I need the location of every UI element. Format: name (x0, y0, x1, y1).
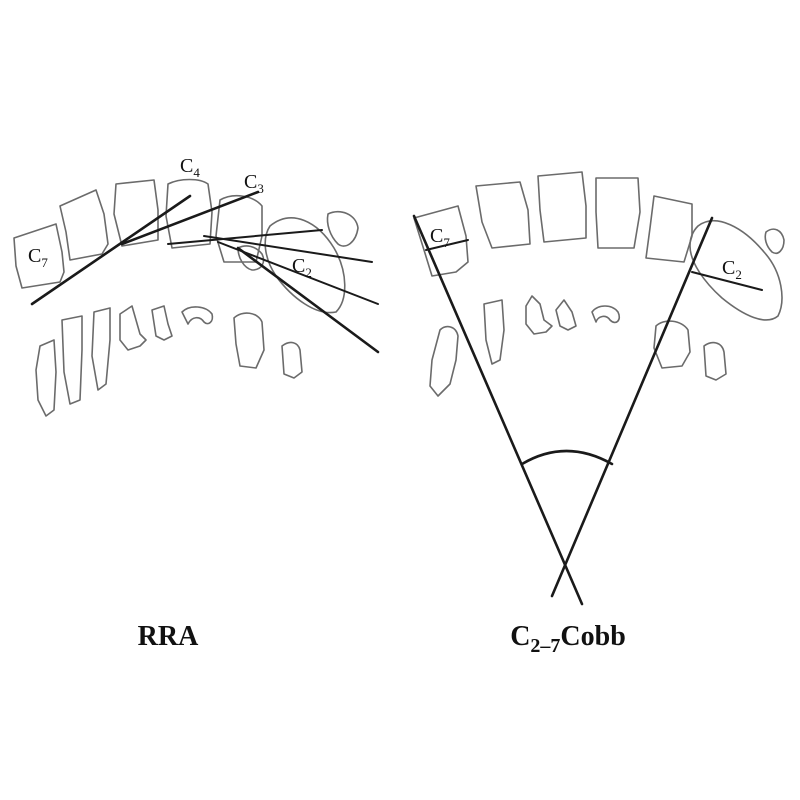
vertebra-dens (764, 228, 785, 255)
vertebra-c5-body (537, 171, 587, 243)
cobb-line-c2 (550, 216, 714, 598)
vertebra-c6-body (59, 189, 109, 261)
posterior-element (555, 299, 577, 331)
vertebra-c5-body (113, 179, 159, 247)
vertebra-c6-body (475, 181, 531, 249)
vertebra-c4-body (165, 178, 213, 249)
vertebra-c7-body (13, 223, 65, 289)
cobb-figure: C7 C2 C2–7Cobb (412, 171, 785, 657)
rra-line-c3 (167, 229, 323, 245)
posterior-element (233, 312, 265, 369)
posterior-element (35, 339, 57, 417)
posterior-element (591, 305, 621, 324)
posterior-element (181, 306, 214, 325)
posterior-element (525, 295, 553, 335)
cobb-angle-arc (520, 449, 614, 466)
label-c2: C2 (292, 255, 312, 280)
label-c4: C4 (180, 155, 200, 180)
posterior-element (429, 325, 459, 397)
vertebra-dens (326, 210, 359, 247)
posterior-element (151, 305, 173, 341)
rra-line-c4 (120, 190, 260, 246)
vertebra-c3-body (215, 194, 263, 263)
label-c3: C3 (244, 171, 264, 196)
posterior-element (281, 341, 303, 379)
posterior-element (61, 315, 83, 405)
cobb-line-c7 (412, 214, 584, 606)
label-c7: C7 (430, 225, 450, 250)
rra-line-c7 (30, 194, 192, 306)
rra-figure: C7 C4 C3 C2 RRA (13, 155, 380, 652)
vertebra-c2-body (689, 220, 783, 321)
rra-line-c2-lower (236, 246, 380, 354)
rra-line-c2-upper (203, 235, 373, 263)
cobb-title: C2–7Cobb (510, 621, 626, 657)
posterior-element (483, 299, 505, 365)
posterior-element (653, 320, 691, 369)
vertebra-c4-body (595, 177, 641, 249)
posterior-element (703, 341, 727, 381)
c2-endplate-line (691, 271, 763, 291)
rra-title: RRA (138, 621, 199, 652)
c7-endplate-line (425, 239, 469, 251)
label-c2: C2 (722, 257, 742, 282)
vertebra-c7-body (413, 205, 469, 277)
label-c7: C7 (28, 245, 48, 270)
vertebra-c3-body (645, 195, 693, 263)
posterior-element (119, 305, 147, 351)
posterior-element (91, 307, 111, 391)
vertebra-c2-body (264, 217, 346, 314)
